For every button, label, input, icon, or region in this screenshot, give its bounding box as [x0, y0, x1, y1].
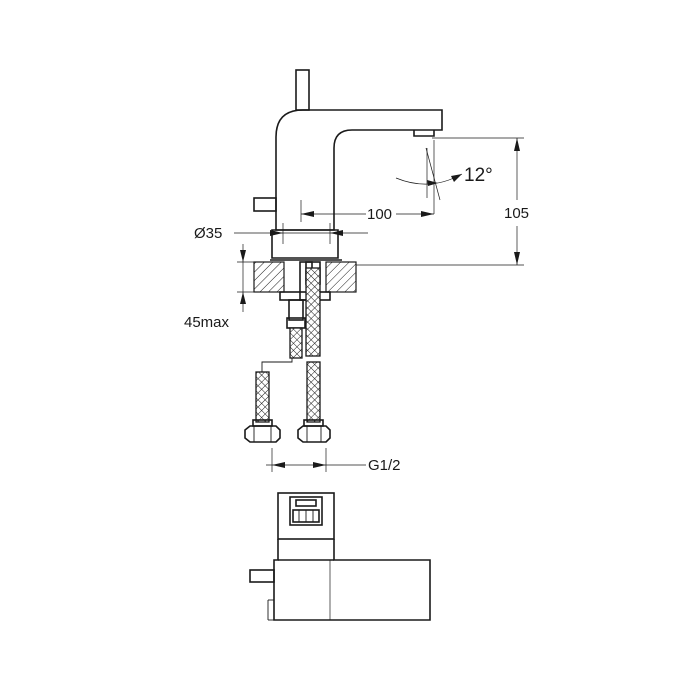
reach-label: 100: [367, 206, 392, 223]
lever-handle: [295, 69, 310, 111]
dimension-height: 105: [356, 137, 529, 266]
hose-left-upper: [289, 327, 303, 359]
hose-right-upper: [305, 267, 321, 357]
hose-right-lower: [306, 361, 321, 423]
fixing-plate: [279, 291, 331, 301]
deck-left-hatch: [253, 261, 285, 293]
popup-rod: [253, 197, 277, 212]
deck-right-hatch: [325, 261, 357, 293]
dimension-deck-thickness: 45max: [184, 244, 258, 331]
height-label: 105: [504, 205, 529, 222]
dimension-diameter: Ø35: [194, 223, 368, 244]
nut-left: [244, 425, 281, 443]
deck-section: [253, 259, 357, 301]
dimension-angle: 12°: [395, 147, 493, 201]
supply-hoses: [244, 267, 331, 443]
base-flange: [271, 229, 339, 259]
popup-rod-top: [249, 569, 275, 583]
deck-thickness-label: 45max: [184, 314, 230, 331]
faucet-body-outline: [275, 109, 443, 231]
faucet-side-view: [253, 69, 443, 259]
body-top: [273, 539, 431, 621]
hose-left-lower: [255, 371, 270, 423]
faucet-top-view: [249, 492, 431, 621]
nut-right: [297, 425, 331, 443]
dimension-thread: G1/2: [266, 448, 401, 474]
aerator: [413, 130, 435, 137]
diameter-label: Ø35: [194, 225, 222, 242]
dimension-reach: 100: [300, 140, 435, 223]
lever-top: [277, 492, 335, 540]
angle-label: 12°: [464, 165, 493, 186]
thread-label: G1/2: [368, 457, 401, 474]
